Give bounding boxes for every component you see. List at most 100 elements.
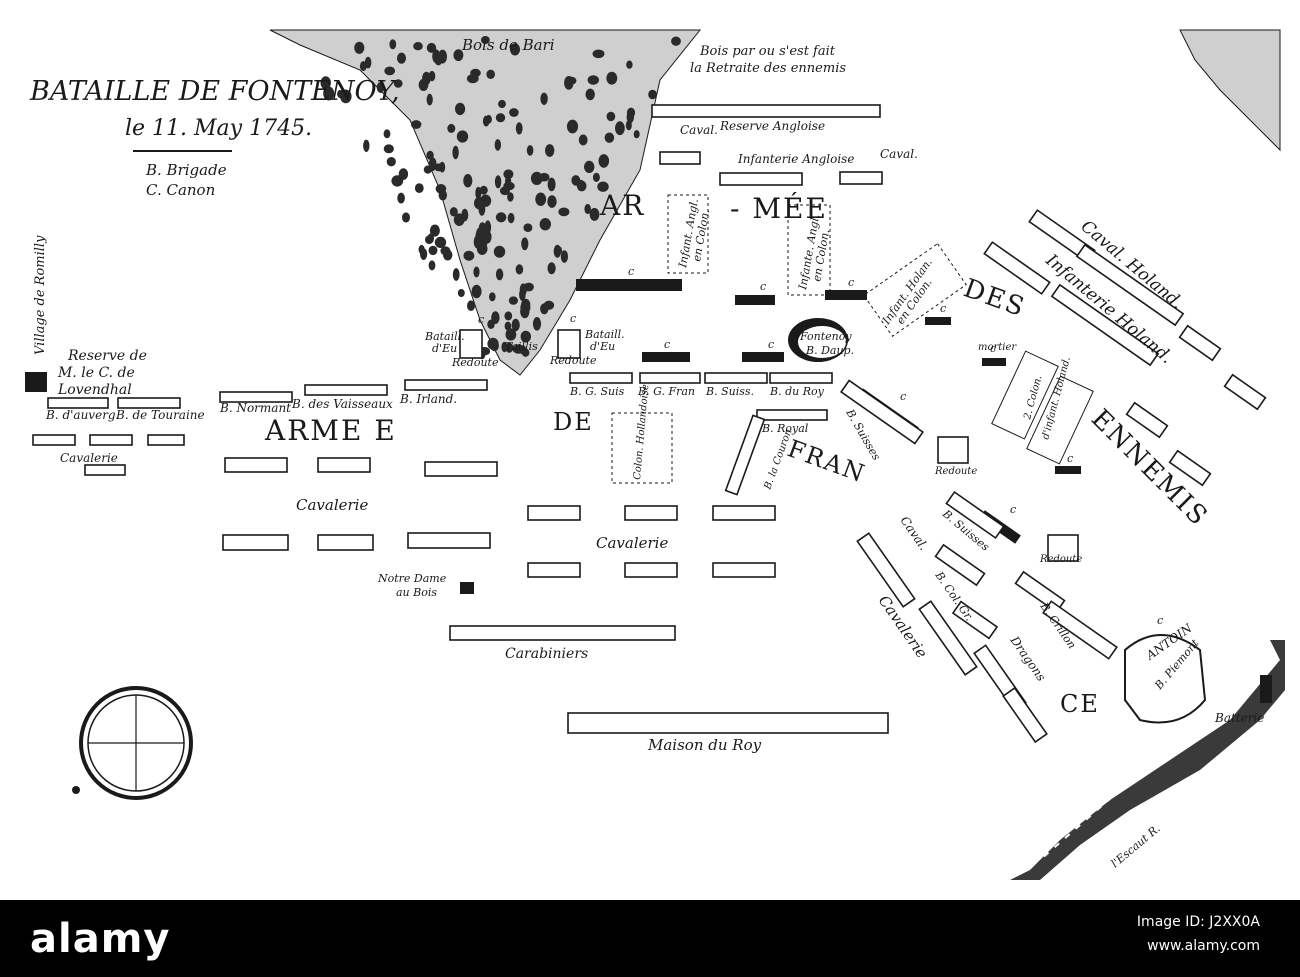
tree-mark xyxy=(592,172,600,182)
army-france-3: FRAN xyxy=(784,434,870,488)
tree-mark xyxy=(539,218,551,231)
label-b-dauph: B. Daup. xyxy=(805,344,854,357)
tree-mark xyxy=(547,262,556,275)
tree-mark xyxy=(489,292,496,302)
label-b-vaisseaux: B. des Vaisseaux xyxy=(291,397,393,411)
tree-mark xyxy=(523,223,533,232)
tree-mark xyxy=(384,66,396,76)
tree-mark xyxy=(509,43,521,56)
tree-mark xyxy=(456,130,469,143)
army-france-1: ARME E xyxy=(264,414,397,447)
tree-mark xyxy=(452,268,460,281)
tree-mark xyxy=(413,42,423,51)
tree-mark xyxy=(592,49,605,59)
redoute-r1 xyxy=(937,436,969,464)
canon-mark: c xyxy=(1067,452,1073,465)
label-redoute-1: Redoute xyxy=(451,356,499,369)
label-batail-eu-2a: Bataill. xyxy=(584,328,625,341)
tree-mark xyxy=(498,99,506,109)
tree-mark xyxy=(397,52,406,64)
colon-holand-box-2 xyxy=(1026,375,1094,465)
label-bois-retraite-1: Bois par ou s'est fait xyxy=(699,44,836,59)
tree-mark xyxy=(545,144,555,157)
left-brigades xyxy=(32,397,185,476)
army-enemy-3: DES xyxy=(960,273,1030,323)
canon-mark: c xyxy=(848,276,854,289)
tree-mark xyxy=(438,49,447,64)
label-reserve-3: Lovendhal xyxy=(57,382,132,398)
river-escaut xyxy=(1010,640,1285,880)
tree-mark xyxy=(428,260,436,271)
tree-mark xyxy=(507,192,514,202)
tree-mark xyxy=(486,69,496,80)
tree-mark xyxy=(479,185,488,195)
tree-mark xyxy=(481,36,490,44)
tree-mark xyxy=(429,224,440,237)
tree-mark xyxy=(587,75,599,85)
village-symbol xyxy=(25,372,47,392)
label-infanterie-angloise: Infanterie Angloise xyxy=(737,152,854,166)
fontenoy-village-inner xyxy=(798,326,846,358)
watermark-image-id: Image ID: J2XX0A xyxy=(1136,914,1260,930)
tree-mark xyxy=(515,122,523,135)
label-b-du-roy: B. du Roy xyxy=(769,385,825,398)
tree-mark xyxy=(364,56,372,69)
tree-mark xyxy=(427,233,435,244)
label-taillis: Taillis xyxy=(505,340,538,353)
tree-mark xyxy=(383,144,394,154)
tree-mark xyxy=(376,82,385,93)
tree-mark xyxy=(540,92,548,106)
tree-mark xyxy=(440,246,451,256)
tree-mark xyxy=(452,145,459,160)
legend-brigade: B. Brigade xyxy=(145,161,227,179)
army-france-4: CE xyxy=(1060,690,1100,718)
label-cavalerie-center2: Cavalerie xyxy=(596,534,668,552)
tree-mark xyxy=(463,174,473,188)
compass xyxy=(72,686,193,800)
tree-mark xyxy=(504,321,512,331)
label-b-irland: B. Irland. xyxy=(399,392,457,406)
tree-mark xyxy=(515,264,524,275)
tree-mark xyxy=(633,130,640,139)
tree-mark xyxy=(428,245,438,256)
tree-mark xyxy=(554,246,563,255)
tree-mark xyxy=(520,301,531,314)
tree-mark xyxy=(547,195,557,208)
tree-mark xyxy=(383,129,391,139)
tree-mark xyxy=(449,207,458,217)
dutch-lines xyxy=(983,209,1267,487)
redoute-right xyxy=(557,329,581,359)
tree-mark xyxy=(435,184,447,194)
tree-mark xyxy=(606,71,618,85)
tree-mark xyxy=(648,89,657,100)
tree-mark xyxy=(491,311,500,324)
label-reserve-2: M. le C. de xyxy=(57,365,135,381)
colon-holand-box-1 xyxy=(991,350,1059,440)
tree-mark xyxy=(558,207,570,217)
tree-mark xyxy=(521,348,530,357)
tree-mark xyxy=(511,318,520,332)
label-batail-eu-2b: d'Eu xyxy=(590,340,615,353)
tree-mark xyxy=(434,236,447,248)
label-redoute-2: Redoute xyxy=(549,354,597,367)
infant-angl-column xyxy=(667,194,709,274)
tree-mark xyxy=(320,76,331,90)
label-redoute-r2: Redoute xyxy=(1039,554,1082,565)
b-la-couronne-unit xyxy=(724,414,766,496)
label-colonne-1: Colon. Hollandoise xyxy=(632,384,651,481)
label-notre-dame-1: Notre Dame xyxy=(377,572,447,585)
tree-mark xyxy=(538,172,550,182)
label-cavalerie-center: Cavalerie xyxy=(296,496,368,514)
tree-mark xyxy=(576,179,585,189)
canon-mark: c xyxy=(478,313,484,326)
canon-mark: c xyxy=(628,265,634,278)
tree-mark xyxy=(566,119,579,134)
label-maison-du-roy: Maison du Roy xyxy=(647,736,762,754)
tree-mark xyxy=(520,330,531,343)
canon-mark: c xyxy=(940,302,946,315)
label-b-royal: B. Royal xyxy=(761,422,809,435)
redoute-r2 xyxy=(1047,534,1079,562)
tree-mark xyxy=(523,282,534,292)
tree-mark xyxy=(474,196,485,210)
tree-mark xyxy=(398,168,409,181)
